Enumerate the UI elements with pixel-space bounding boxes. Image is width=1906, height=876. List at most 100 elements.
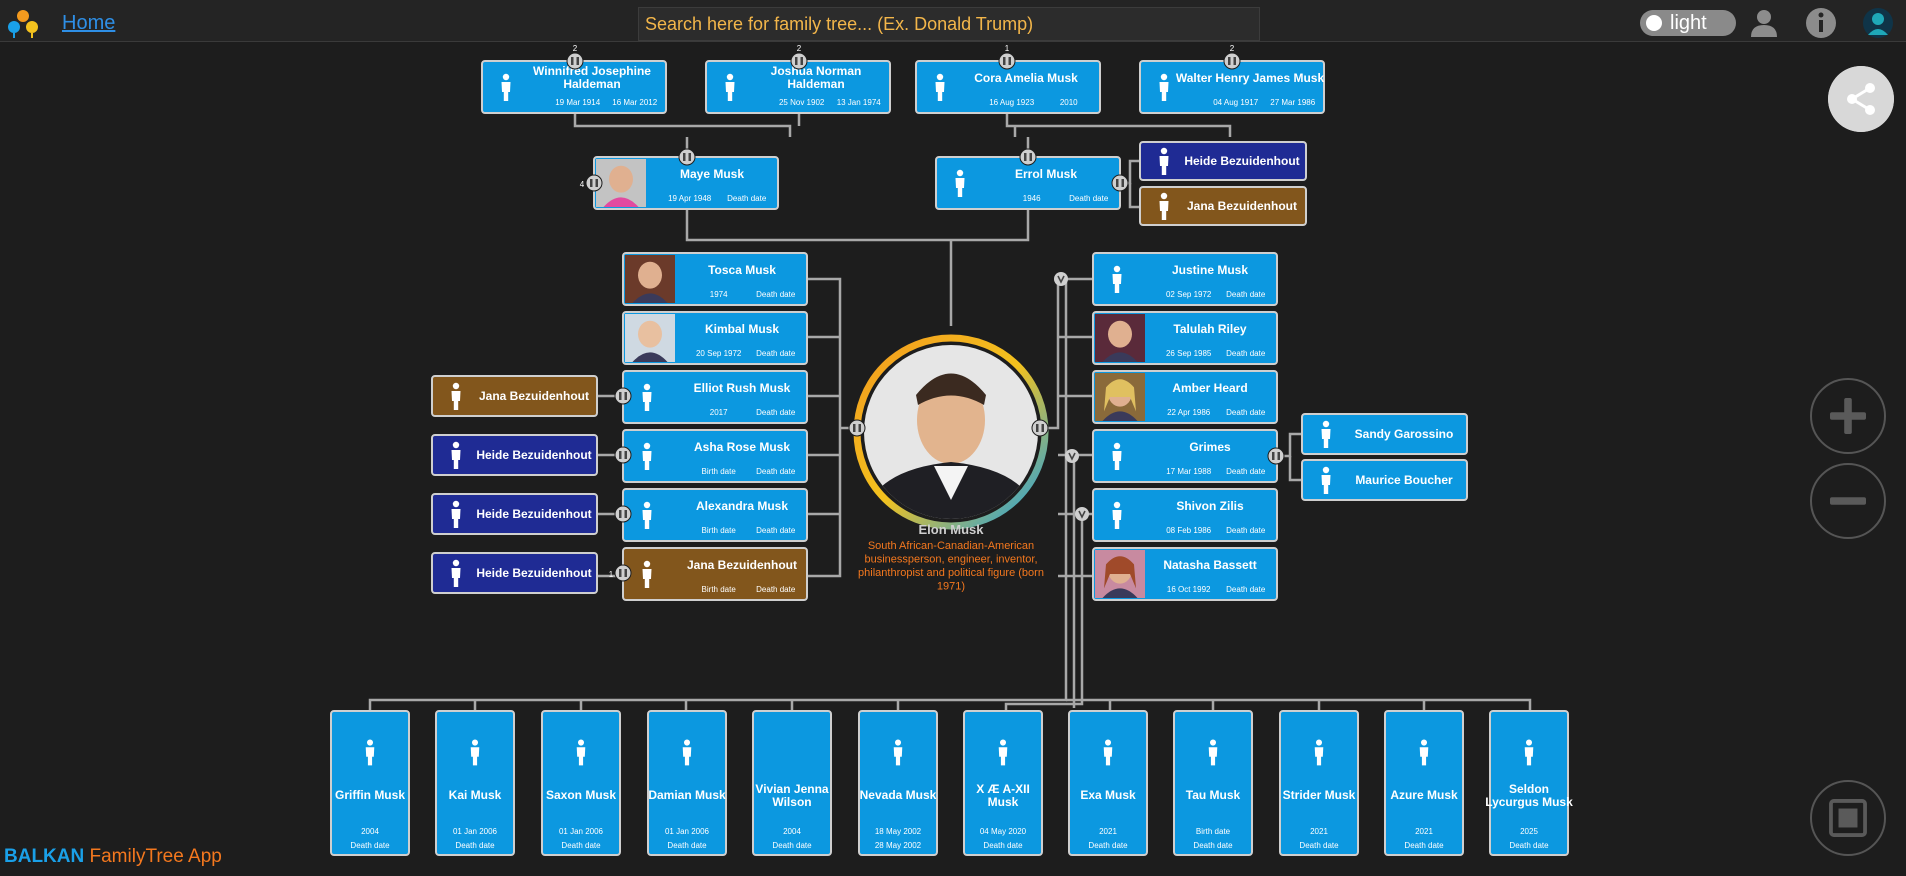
zoom-out-button[interactable] [1810, 463, 1886, 539]
share-button[interactable] [1828, 66, 1894, 132]
child-name: Kai Musk [449, 788, 502, 802]
card-box [1173, 710, 1253, 856]
person-photo [1095, 314, 1145, 362]
birth-date: 08 Feb 1986 [1166, 526, 1211, 535]
partner-link-icon[interactable] [1054, 272, 1068, 286]
relationship-icon[interactable] [614, 505, 632, 523]
center-name: Elon Musk [918, 522, 984, 537]
relationship-icon[interactable] [1019, 148, 1037, 166]
avatar[interactable] [1862, 7, 1894, 39]
relationship-icon[interactable]: 2 [566, 44, 584, 70]
theme-toggle[interactable]: light [1640, 10, 1736, 36]
sibling-partner-card[interactable]: Jana Bezuidenhout [431, 375, 598, 417]
death-date: Death date [756, 349, 796, 358]
relationship-icon[interactable] [1111, 174, 1129, 192]
death-date: Death date [1509, 841, 1549, 850]
person-icon [642, 383, 652, 411]
death-date: Death date [756, 467, 796, 476]
birth-date: 18 May 2002 [875, 827, 922, 836]
grimes-partner-card[interactable]: Sandy Garossino [1301, 413, 1468, 455]
death-date: Death date [1404, 841, 1444, 850]
search-input[interactable] [638, 7, 1260, 41]
relationship-icon[interactable]: 1 [609, 564, 632, 582]
errol-partner-card[interactable]: Heide Bezuidenhout [1139, 141, 1307, 181]
relationship-icon[interactable] [1267, 447, 1285, 465]
grimes-partner-card[interactable]: Maurice Boucher [1301, 459, 1468, 501]
relationship-icon[interactable]: 1 [998, 44, 1016, 70]
person-photo [1095, 373, 1145, 421]
relationship-icon[interactable] [614, 387, 632, 405]
person-icon [365, 739, 375, 766]
sibling-partner-card[interactable]: Heide Bezuidenhout [431, 552, 598, 594]
relationship-icon[interactable] [1031, 419, 1049, 437]
zoom-in-button[interactable] [1810, 378, 1886, 454]
sibling-partner-card[interactable]: Heide Bezuidenhout [431, 493, 598, 535]
card-box [1139, 141, 1307, 181]
partner-link-icon[interactable] [1065, 449, 1079, 463]
card-box [1092, 488, 1278, 542]
partner-link-icon[interactable] [1075, 507, 1089, 521]
relationship-icon[interactable]: 4 [580, 174, 603, 192]
birth-date: 2004 [783, 827, 801, 836]
relationship-icon[interactable]: 2 [790, 44, 808, 70]
person-name: Talulah Riley [1173, 322, 1246, 336]
home-link[interactable]: Home [62, 12, 116, 34]
logo-icon[interactable] [6, 8, 40, 38]
relationship-icon[interactable]: 2 [1223, 44, 1241, 70]
birth-date: 2021 [1099, 827, 1117, 836]
relationship-icon[interactable] [614, 446, 632, 464]
person-icon [470, 739, 480, 766]
share-icon [1847, 83, 1875, 115]
birth-date: 01 Jan 2006 [559, 827, 604, 836]
fit-screen-button[interactable] [1810, 780, 1886, 856]
relationship-icon[interactable] [848, 419, 866, 437]
child-name: X Æ A-XII [976, 782, 1030, 796]
sibling-partner-card[interactable]: Heide Bezuidenhout [431, 434, 598, 476]
fit-icon [1829, 799, 1867, 837]
birth-date: 1974 [710, 290, 728, 299]
user-icon[interactable] [1748, 7, 1780, 39]
brand-name: BALKAN [4, 846, 85, 867]
theme-toggle-label: light [1670, 12, 1707, 34]
errol-partner-card[interactable]: Jana Bezuidenhout [1139, 186, 1307, 226]
birth-date: 01 Jan 2006 [665, 827, 710, 836]
child-name: Vivian Jenna [755, 782, 828, 796]
death-date: Death date [756, 408, 796, 417]
death-date: Death date [756, 290, 796, 299]
person-icon [1112, 501, 1122, 529]
connector-lines [368, 109, 1532, 711]
info-icon[interactable] [1805, 7, 1837, 39]
relationship-icon[interactable] [678, 148, 696, 166]
person-icon [955, 169, 965, 197]
